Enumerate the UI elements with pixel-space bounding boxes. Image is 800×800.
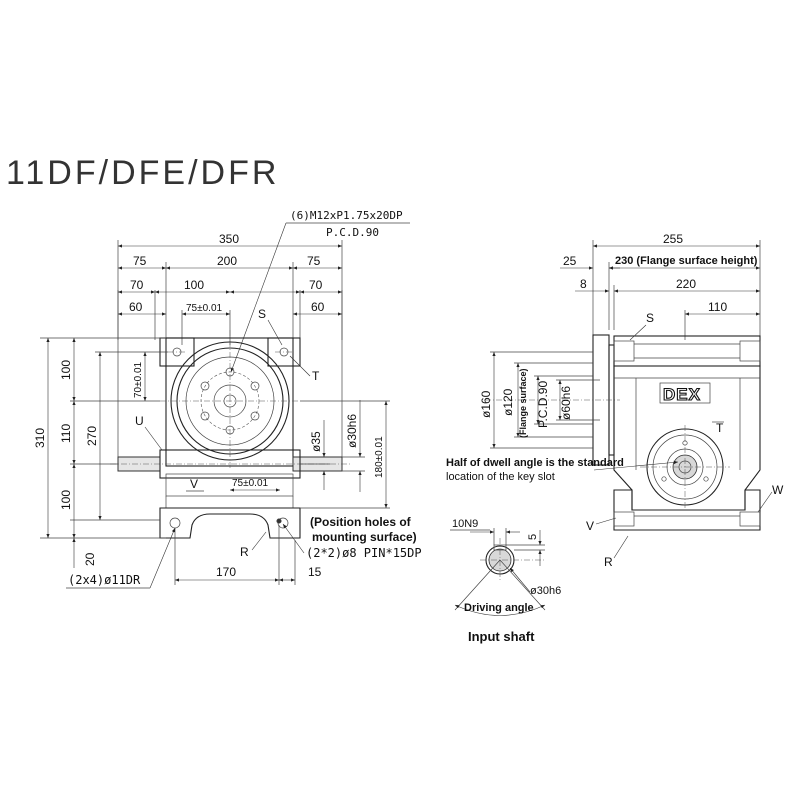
dim-310: 310 — [33, 428, 47, 448]
label-U-front: U — [135, 414, 144, 428]
side-dim-255: 255 — [663, 232, 683, 246]
dim-15: 15 — [308, 565, 322, 579]
driving-angle-label: Driving angle — [464, 602, 534, 614]
side-dim-flange-surface: (Flange surface) — [518, 368, 528, 438]
mount-note-line1: (Position holes of — [310, 515, 412, 529]
callout-tapped-holes: (6)M12xP1.75x20DP — [290, 209, 403, 222]
pin-callout: (2*2)ø8 PIN*15DP — [306, 546, 422, 560]
shaft-key-depth: 5 — [527, 534, 539, 540]
dim-60-left: 60 — [129, 300, 143, 314]
shaft-key-width: 10N9 — [452, 518, 478, 530]
mount-note-line2: mounting surface) — [312, 530, 417, 544]
label-W-side: W — [772, 483, 784, 497]
dim-110: 110 — [59, 424, 73, 443]
dim-75-tol-lower: 75±0.01 — [232, 478, 269, 489]
dim-180-tol: 180±0.01 — [374, 436, 385, 478]
dim-75-right: 75 — [307, 254, 321, 268]
side-dim-d160: ø160 — [479, 390, 493, 418]
shaft-diameter: ø30h6 — [530, 585, 561, 597]
dim-70-right: 70 — [309, 278, 323, 292]
dim-d30h6: ø30h6 — [345, 414, 359, 448]
label-R-side: R — [604, 555, 613, 569]
label-T-side: T — [716, 421, 724, 435]
side-dim-pcd90: P.C.D.90 — [536, 381, 550, 428]
label-T-front: T — [312, 369, 320, 383]
callout-pcd: P.C.D.90 — [326, 226, 379, 239]
side-dim-8: 8 — [580, 277, 587, 291]
front-view: 350 75 200 75 70 100 70 60 75±0.01 60 (6… — [33, 209, 422, 589]
label-S-side: S — [646, 311, 654, 325]
dim-350: 350 — [219, 232, 239, 246]
dim-70-left: 70 — [130, 278, 144, 292]
dim-100-bottom: 100 — [59, 490, 73, 510]
side-dim-25: 25 — [563, 254, 577, 268]
side-dim-d120: ø120 — [501, 388, 515, 416]
dim-100-top: 100 — [59, 360, 73, 380]
dim-270: 270 — [85, 426, 99, 446]
label-R-front: R — [240, 545, 249, 559]
drawing-title: 11DF/DFE/DFR — [6, 154, 279, 192]
input-shaft-detail: 10N9 5 ø30h6 Driving angle Input shaft — [450, 518, 561, 644]
side-dim-d60h6: ø60h6 — [559, 386, 573, 420]
label-V-side: V — [586, 519, 594, 533]
dim-70-tol: 70±0.01 — [133, 361, 144, 398]
label-V-front: V — [190, 477, 198, 491]
dim-100: 100 — [184, 278, 204, 292]
holes-dr-callout: (2x4)ø11DR — [68, 573, 141, 587]
dim-60-right: 60 — [311, 300, 325, 314]
dim-20: 20 — [83, 552, 97, 566]
side-dim-220: 220 — [676, 277, 696, 291]
input-shaft-caption: Input shaft — [468, 629, 535, 644]
side-dim-230: 230 (Flange surface height) — [615, 255, 758, 267]
side-dim-110: 110 — [708, 300, 727, 314]
dim-75-left: 75 — [133, 254, 147, 268]
dim-75-tol: 75±0.01 — [186, 303, 223, 314]
side-view: 255 25 230 (Flange surface height) 8 220… — [446, 232, 784, 569]
label-S-front: S — [258, 307, 266, 321]
dim-170: 170 — [216, 565, 236, 579]
key-slot-note-line1: Half of dwell angle is the standard — [446, 457, 624, 469]
dim-200: 200 — [217, 254, 237, 268]
dim-d35: ø35 — [309, 431, 323, 452]
brand-dex: DEX — [663, 385, 701, 404]
key-slot-note-line2: location of the key slot — [446, 471, 555, 483]
